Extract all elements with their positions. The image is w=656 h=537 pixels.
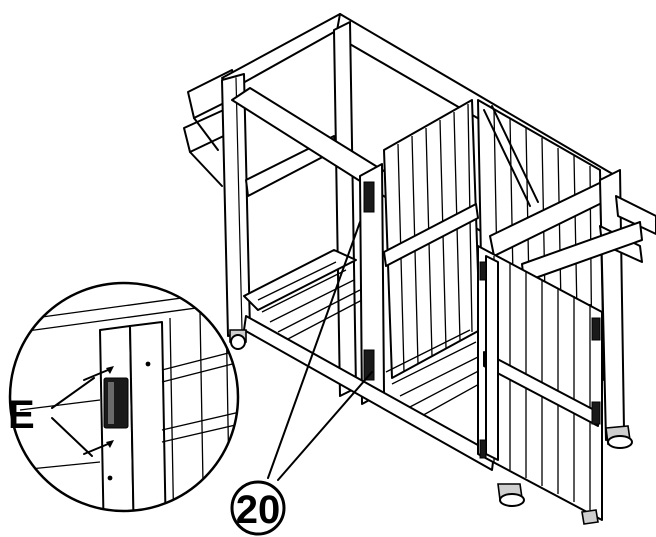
part-number-label: 20 — [236, 488, 281, 532]
caster-wheel-icon — [497, 483, 525, 507]
caster-wheel-icon — [581, 509, 599, 525]
caster-wheel-icon — [229, 329, 247, 350]
detail-magnifier: E — [8, 281, 240, 513]
part-callout: 20 — [230, 221, 373, 536]
detail-letter-label: E — [8, 393, 35, 437]
caster-wheel-icon — [605, 425, 633, 449]
cart-frame — [183, 13, 656, 525]
